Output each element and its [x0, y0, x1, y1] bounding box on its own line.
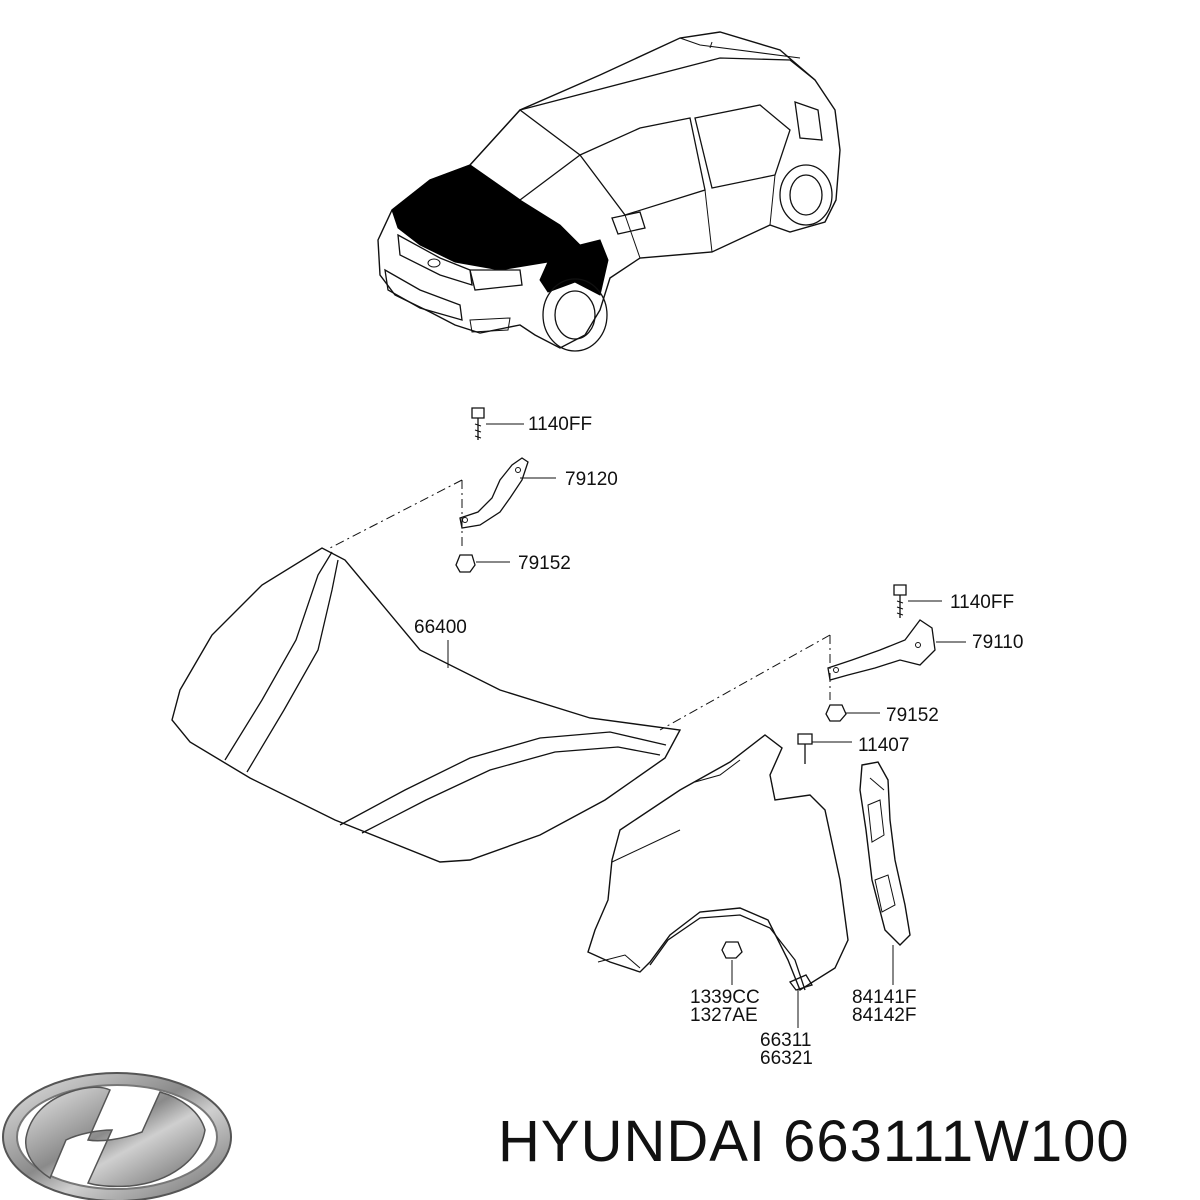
fender-panel — [587, 734, 849, 992]
label-bolt-top: 1140FF — [528, 414, 592, 435]
hood-panel — [171, 547, 682, 863]
label-nut-right: 79152 — [886, 705, 939, 726]
leader-lines — [447, 640, 894, 1028]
label-bracket-b: 66321 — [760, 1048, 813, 1069]
label-hinge-right: 79110 — [972, 632, 1023, 653]
left-hinge-assembly — [329, 407, 556, 573]
brand-part-number: HYUNDAI 663111W100 — [498, 1108, 1130, 1175]
label-insulator-b: 84142F — [852, 1005, 916, 1026]
label-bracket-a: 66311 — [760, 1030, 811, 1051]
label-clip-b: 1327AE — [690, 1005, 758, 1026]
part-number: 663111W100 — [783, 1109, 1130, 1174]
label-insulator-a: 84141F — [852, 987, 916, 1008]
fender-insulator — [859, 761, 911, 946]
label-nut-left: 79152 — [518, 553, 571, 574]
brand-name: HYUNDAI — [498, 1109, 767, 1174]
label-bolt-right: 1140FF — [950, 592, 1014, 613]
car-illustration — [377, 31, 841, 352]
hyundai-logo — [2, 1072, 232, 1200]
label-fender-bolt: 11407 — [858, 735, 909, 756]
label-hinge-left: 79120 — [565, 469, 618, 490]
label-hood: 66400 — [414, 617, 467, 638]
part-labels: 1140FF 79120 79152 66400 1140FF 79110 79… — [414, 414, 1023, 1069]
label-clip-a: 1339CC — [690, 987, 760, 1008]
right-hinge-assembly — [659, 584, 966, 764]
